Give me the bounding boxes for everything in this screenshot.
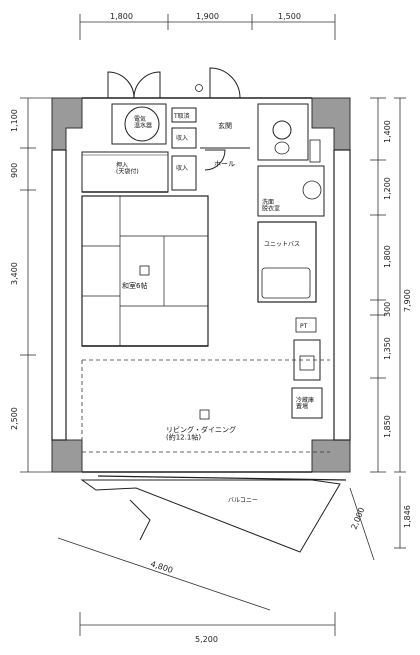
kitchen-area: PT 冷蔵庫置場 bbox=[291, 317, 323, 419]
bottom-dimension-line: 5,200 bbox=[79, 612, 336, 644]
right-dim-5: 1,350 bbox=[383, 337, 392, 360]
right-dim-6: 1,850 bbox=[383, 415, 392, 438]
far-right-dim: 1,846 bbox=[403, 505, 412, 528]
unit-bath: ユニットバス bbox=[257, 221, 317, 303]
top-dimension-line: 1,800 1,900 1,500 bbox=[79, 12, 336, 40]
exterior-walls bbox=[51, 97, 351, 473]
balcony-depth-dim: 2,000 bbox=[350, 506, 367, 531]
bottom-total-dim: 5,200 bbox=[195, 635, 218, 644]
left-dim-1: 1,100 bbox=[10, 109, 19, 132]
t-storage-label: T取済 bbox=[173, 112, 190, 120]
oshiire-area: 押入(天袋付) 収入 bbox=[81, 151, 197, 193]
oshiire-label: 押入(天袋付) bbox=[116, 161, 139, 176]
left-dim-3: 3,400 bbox=[10, 262, 19, 285]
right-dim-1: 1,400 bbox=[383, 120, 392, 143]
left-dimension-line: 1,100 900 3,400 2,500 bbox=[10, 97, 55, 473]
unit-bath-label: ユニットバス bbox=[264, 241, 300, 248]
fridge-label: 冷蔵庫置場 bbox=[296, 396, 314, 411]
entrance-closets: T取済 収入 bbox=[171, 107, 197, 149]
japanese-room: 和室6帖 bbox=[81, 195, 209, 347]
right-dim-4: 300 bbox=[383, 302, 392, 317]
left-dim-2: 900 bbox=[10, 163, 19, 178]
right-dim-2: 1,200 bbox=[383, 177, 392, 200]
right-total-dim: 7,900 bbox=[403, 289, 412, 312]
top-dim-1: 1,800 bbox=[110, 12, 133, 21]
washroom: 洗面脱衣室 bbox=[257, 103, 325, 217]
top-dim-2: 1,900 bbox=[196, 12, 219, 21]
living-dining: リビング・ダイニング(約12.1帖) bbox=[81, 359, 330, 453]
top-dim-3: 1,500 bbox=[278, 12, 301, 21]
washroom-label: 洗面脱衣室 bbox=[262, 198, 280, 213]
hall-label: ホール bbox=[214, 160, 235, 168]
water-heater-area: 電気温水器 bbox=[111, 103, 167, 145]
entrance-hall: 玄関 ホール bbox=[200, 121, 250, 171]
right-dimension-line: 1,400 1,200 1,800 300 1,350 1,850 7,900 … bbox=[370, 97, 412, 549]
closet-small-2-label: 収入 bbox=[176, 165, 188, 172]
pt-label: PT bbox=[300, 323, 308, 330]
japanese-room-label: 和室6帖 bbox=[122, 281, 147, 290]
entrance-label: 玄関 bbox=[218, 121, 232, 130]
balcony: バルコニー bbox=[80, 475, 347, 553]
closet-small-1-label: 収入 bbox=[176, 135, 188, 142]
living-dining-label: リビング・ダイニング(約12.1帖) bbox=[166, 425, 236, 442]
entrance-doors bbox=[107, 67, 241, 99]
water-heater-label: 電気温水器 bbox=[134, 115, 152, 130]
balcony-width-dim: 4,800 bbox=[149, 559, 174, 575]
left-dim-4: 2,500 bbox=[10, 407, 19, 430]
balcony-label: バルコニー bbox=[228, 497, 258, 504]
right-dim-3: 1,800 bbox=[383, 245, 392, 268]
